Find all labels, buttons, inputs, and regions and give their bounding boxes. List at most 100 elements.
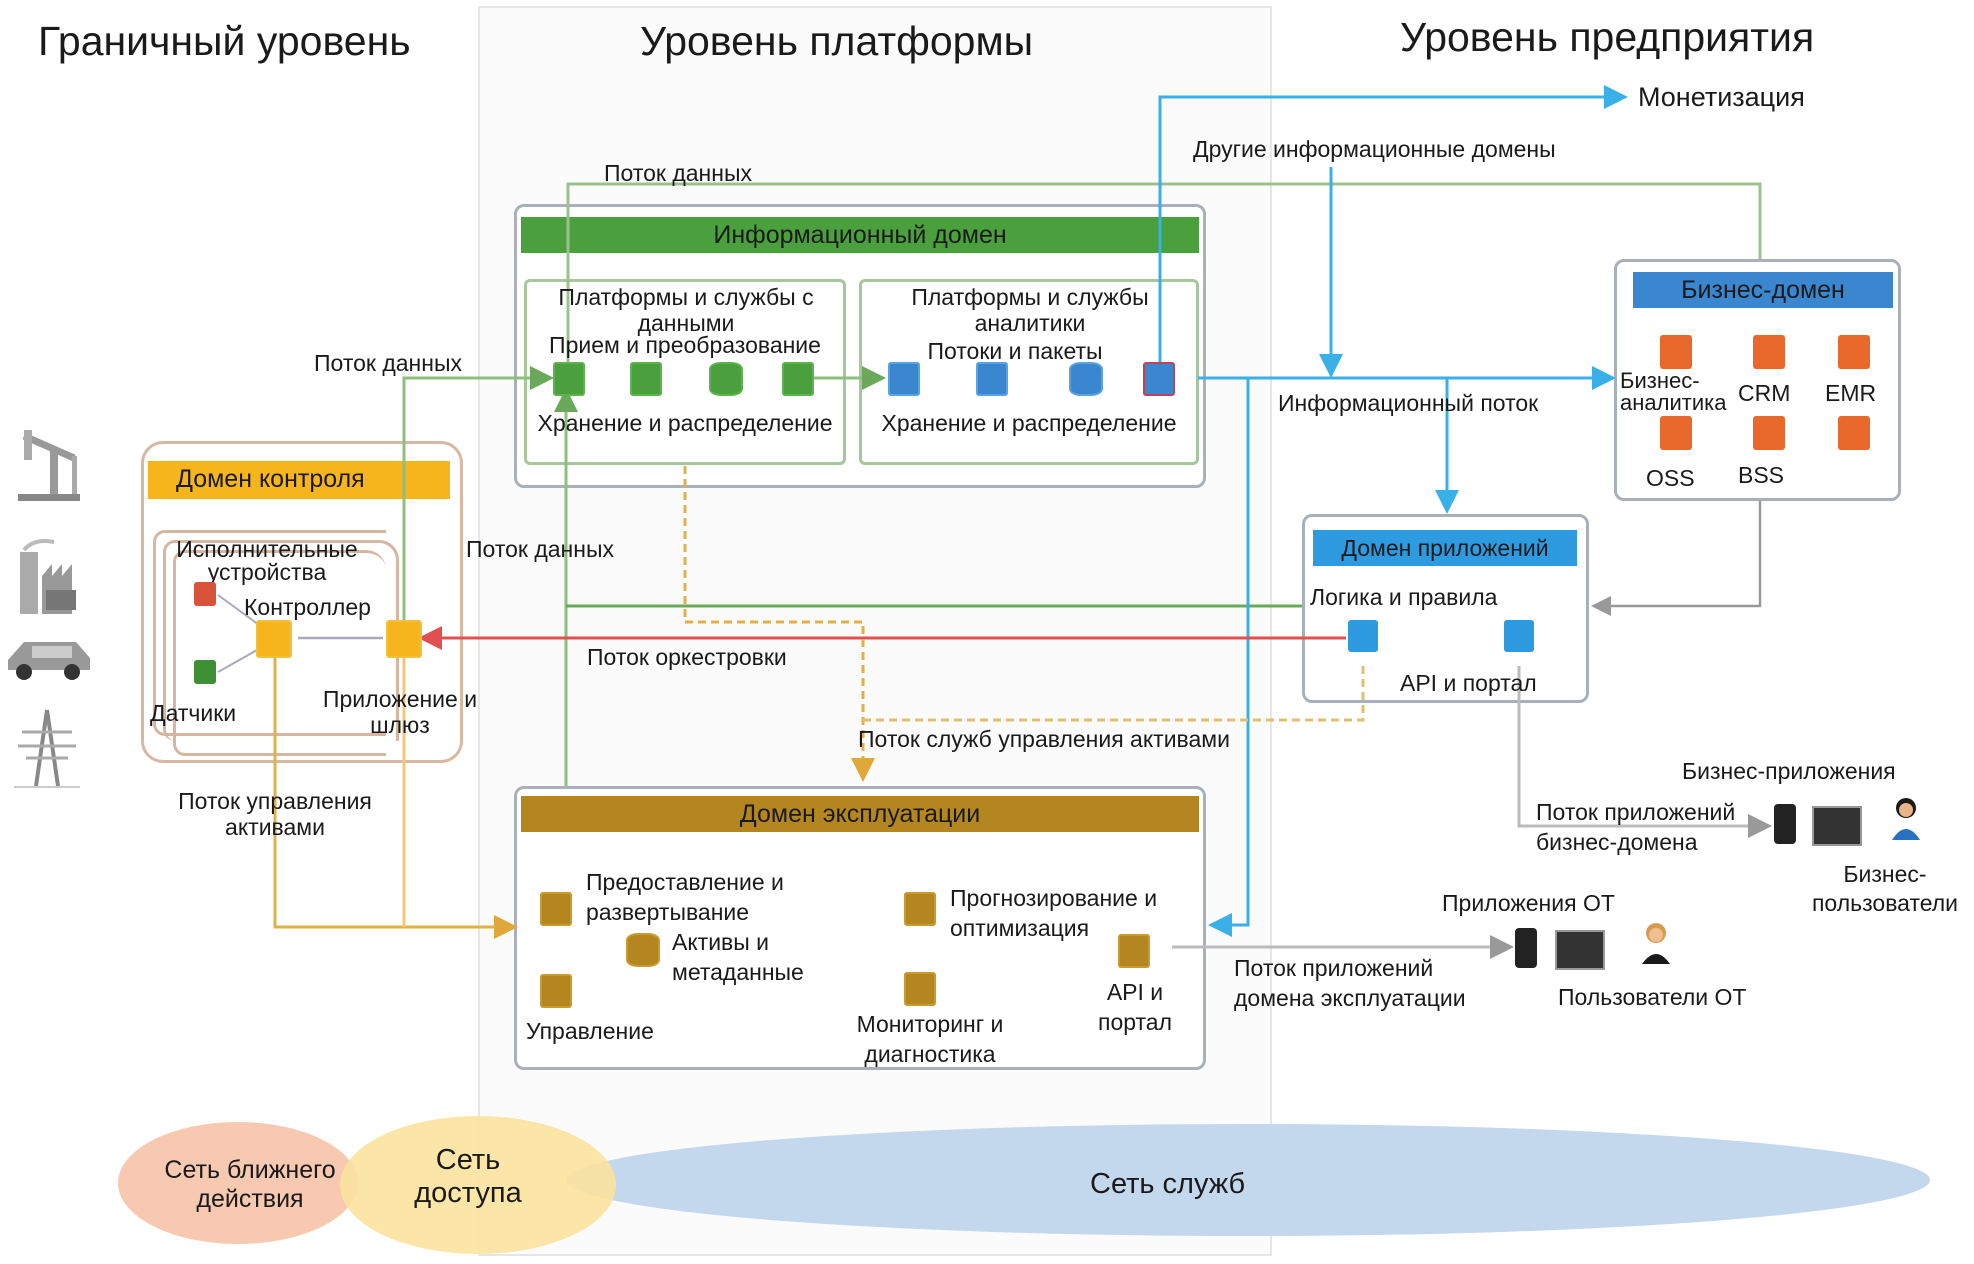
crm-node[interactable] <box>1753 335 1785 369</box>
provisioning-node[interactable] <box>540 892 572 926</box>
orchestration-flow-label: Поток оркестровки <box>587 644 787 670</box>
biz-users-label: Бизнес-пользователи <box>1811 861 1959 916</box>
mobile-icon <box>1774 804 1796 844</box>
logic-node[interactable] <box>1348 620 1378 652</box>
sensor-icon <box>194 660 216 684</box>
monitoring-node[interactable] <box>904 972 936 1006</box>
analytics-storage-node[interactable] <box>1069 362 1103 396</box>
provisioning-label: Предоставление и развертывание <box>586 869 784 925</box>
oil-pump-icon <box>14 426 84 502</box>
emr-node[interactable] <box>1838 335 1870 369</box>
asset-services-flow-label: Поток служб управления активами <box>858 726 1230 752</box>
analytics-node[interactable] <box>888 362 920 396</box>
data-flow-label-mid: Поток данных <box>466 536 614 562</box>
services-network-label: Сеть служб <box>1090 1168 1246 1200</box>
data-storage-node[interactable] <box>709 362 743 396</box>
data-service-node[interactable] <box>782 362 814 396</box>
near-network-ellipse <box>118 1122 358 1244</box>
asset-management-line <box>273 652 518 939</box>
data-flow-label-top: Поток данных <box>604 160 752 186</box>
analytics-services-title: Платформы и службы аналитики <box>911 284 1149 337</box>
platform-level-title: Уровень платформы <box>640 18 1034 64</box>
actuator-icon <box>194 582 216 606</box>
biz-extra-node[interactable] <box>1838 416 1870 450</box>
ot-user-icon <box>1640 920 1672 964</box>
management-node[interactable] <box>540 974 572 1008</box>
info-domain-header: Информационный домен <box>521 217 1199 253</box>
car-icon <box>4 636 94 682</box>
data-service-node[interactable] <box>553 362 585 396</box>
ops-domain-header: Домен эксплуатации <box>521 796 1199 832</box>
info-flow-label: Информационный поток <box>1278 390 1539 416</box>
biz-apps-label: Бизнес-приложения <box>1682 758 1896 784</box>
ops-api-label: API и портал <box>1097 979 1173 1035</box>
controller-node[interactable] <box>256 620 292 658</box>
services-network-ellipse <box>566 1124 1930 1236</box>
ingest-transform-label: Прием и преобразование <box>549 332 821 358</box>
device-stack-frame <box>173 550 386 756</box>
biz-app-flow-label: Поток приложений бизнес-домена <box>1536 799 1736 855</box>
streams-batches-label: Потоки и пакеты <box>927 338 1103 364</box>
edge-level-title: Граничный уровень <box>38 18 411 64</box>
crm-label: CRM <box>1738 380 1791 406</box>
management-label: Управление <box>526 1018 654 1044</box>
mobile-icon <box>1515 928 1537 968</box>
access-network-ellipse <box>340 1116 616 1254</box>
access-network-label: Сеть доступа <box>414 1144 522 1210</box>
enterprise-level-title: Уровень предприятия <box>1400 14 1815 60</box>
logic-rules-label: Логика и правила <box>1310 584 1498 610</box>
gateway-node[interactable] <box>386 620 422 658</box>
data-service-node[interactable] <box>630 362 662 396</box>
analytics-node[interactable] <box>976 362 1008 396</box>
ot-users-label: Пользователи ОТ <box>1558 984 1747 1010</box>
ops-domain-box <box>514 786 1206 1070</box>
asset-management-flow-label: Поток управления активами <box>178 788 372 841</box>
emr-label: EMR <box>1825 380 1877 406</box>
monetization-line <box>1158 85 1628 366</box>
factory-icon <box>14 536 82 616</box>
forecasting-label: Прогнозирование и оптимизация <box>950 885 1158 941</box>
ot-apps-label: Приложения ОТ <box>1442 890 1615 916</box>
bss-node[interactable] <box>1753 416 1785 450</box>
ops-app-flow-label: Поток приложений домена эксплуатации <box>1234 955 1466 1011</box>
monitor-icon <box>1812 806 1862 846</box>
data-services-title: Платформы и службы с данными <box>558 284 814 337</box>
power-tower-icon <box>12 708 82 788</box>
asset-services-line-info <box>683 466 875 782</box>
bi-label: Бизнес-аналитика <box>1620 368 1727 415</box>
asset-services-line-app <box>863 666 1365 722</box>
oss-node[interactable] <box>1660 416 1692 450</box>
business-user-icon <box>1890 796 1922 840</box>
control-domain-header: Домен контроля <box>148 461 450 499</box>
bss-label: BSS <box>1738 462 1785 488</box>
oss-label: OSS <box>1646 465 1695 491</box>
biz-to-app-line <box>1591 501 1762 616</box>
actuators-label: Исполнительные устройства <box>176 536 358 585</box>
monitor-icon <box>1555 930 1605 970</box>
controller-label: Контроллер <box>244 594 371 620</box>
assets-label: Активы и метаданные <box>672 929 804 985</box>
ops-api-node[interactable] <box>1118 934 1150 968</box>
data-flow-line-left <box>402 366 554 640</box>
monitoring-label: Мониторинг и диагностика <box>856 1011 1004 1067</box>
sensors-label: Датчики <box>150 700 237 726</box>
device-stack-frame <box>153 530 386 736</box>
biz-app-flow-line <box>1517 666 1772 838</box>
app-api-node[interactable] <box>1504 620 1534 652</box>
monetization-label: Монетизация <box>1638 82 1805 112</box>
bi-node[interactable] <box>1660 335 1692 369</box>
app-api-label: API и портал <box>1400 670 1537 696</box>
analytics-export-node[interactable] <box>1143 362 1175 396</box>
data-flow-label-left: Поток данных <box>314 350 462 376</box>
other-info-domains-label: Другие информационные домены <box>1193 136 1556 162</box>
forecasting-node[interactable] <box>904 892 936 926</box>
analytics-storage-label: Хранение и распределение <box>881 410 1177 436</box>
app-domain-header: Домен приложений <box>1313 530 1577 566</box>
business-domain-header: Бизнес-домен <box>1633 272 1893 308</box>
gateway-label: Приложение и шлюз <box>322 686 478 739</box>
assets-storage-node[interactable] <box>626 933 660 967</box>
data-flow-line-top <box>556 182 1762 398</box>
near-network-label: Сеть ближнего действия <box>164 1156 336 1213</box>
storage-distribution-label: Хранение и распределение <box>537 410 833 436</box>
